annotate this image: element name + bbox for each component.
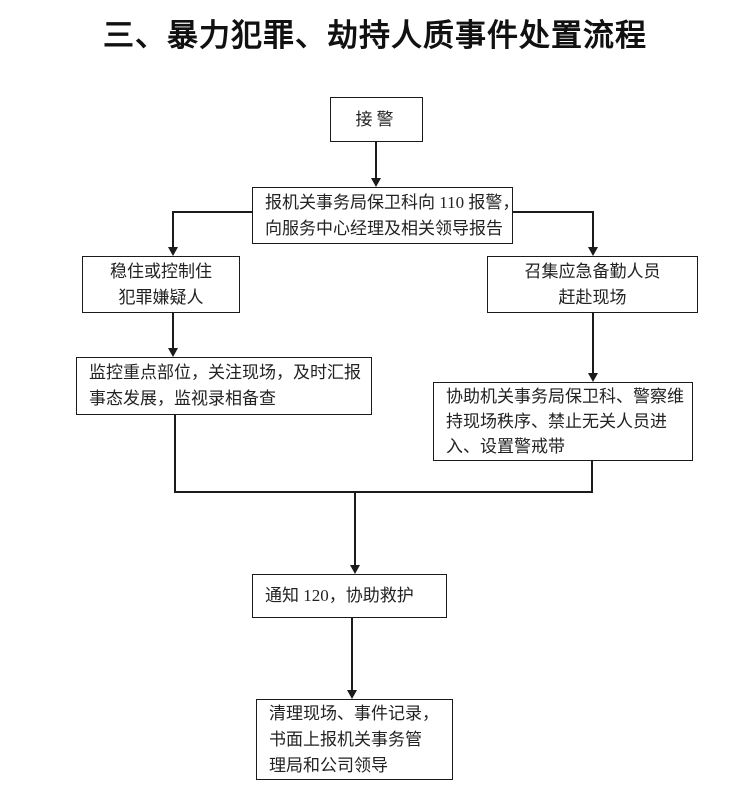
connector-line xyxy=(592,313,594,374)
arrow-down-icon xyxy=(588,247,598,256)
node-assist-order: 协助机关事务局保卫科、警察维 持现场秩序、禁止无关人员进 入、设置警戒带 xyxy=(433,382,693,461)
node-stabilize-suspect-line2: 犯罪嫌疑人 xyxy=(118,287,204,307)
connector-line xyxy=(174,415,176,493)
connector-line xyxy=(513,211,594,213)
connector-line xyxy=(172,211,252,213)
connector-line xyxy=(592,211,594,248)
connector-line xyxy=(591,461,593,493)
node-report-110-line2: 向服务中心经理及相关领导报告 xyxy=(265,218,503,238)
node-cleanup-report-line3: 理局和公司领导 xyxy=(269,755,388,775)
node-cleanup-report-line1: 清理现场、事件记录， xyxy=(269,703,439,723)
connector-line xyxy=(351,618,353,690)
connector-line xyxy=(354,493,356,565)
node-assist-order-line2: 持现场秩序、禁止无关人员进 xyxy=(446,412,667,431)
node-notify-120-text: 通知 120，协助救护 xyxy=(265,586,414,605)
arrow-down-icon xyxy=(588,373,598,382)
node-notify-120: 通知 120，协助救护 xyxy=(252,574,447,618)
page-title: 三、暴力犯罪、劫持人质事件处置流程 xyxy=(103,18,647,53)
connector-line xyxy=(172,313,174,349)
node-monitor-key-areas: 监控重点部位，关注现场，及时汇报 事态发展，监视录相备查 xyxy=(76,357,372,415)
node-assist-order-line3: 入、设置警戒带 xyxy=(446,437,565,456)
arrow-down-icon xyxy=(350,565,360,574)
node-receive-alarm: 接警 xyxy=(330,97,423,142)
node-receive-alarm-text: 接警 xyxy=(355,109,398,129)
arrow-down-icon xyxy=(168,348,178,357)
node-report-110: 报机关事务局保卫科向 110 报警， 向服务中心经理及相关领导报告 xyxy=(252,187,520,244)
connector-line xyxy=(172,211,174,248)
arrow-down-icon xyxy=(168,247,178,256)
arrow-down-icon xyxy=(371,178,381,187)
node-assist-order-line1: 协助机关事务局保卫科、警察维 xyxy=(446,387,684,406)
node-summon-personnel: 召集应急备勤人员 赶赴现场 xyxy=(487,256,698,313)
node-monitor-key-areas-line1: 监控重点部位，关注现场，及时汇报 xyxy=(89,363,361,382)
node-monitor-key-areas-line2: 事态发展，监视录相备查 xyxy=(89,389,276,408)
node-summon-personnel-line1: 召集应急备勤人员 xyxy=(524,261,661,281)
arrow-down-icon xyxy=(347,690,357,699)
node-stabilize-suspect: 稳住或控制住 犯罪嫌疑人 xyxy=(82,256,240,313)
node-cleanup-report: 清理现场、事件记录， 书面上报机关事务管 理局和公司领导 xyxy=(256,699,453,780)
connector-line xyxy=(375,142,377,179)
connector-line xyxy=(174,491,593,493)
node-stabilize-suspect-line1: 稳住或控制住 xyxy=(110,261,212,281)
node-report-110-line1: 报机关事务局保卫科向 110 报警， xyxy=(265,192,520,212)
node-summon-personnel-line2: 赶赴现场 xyxy=(558,287,627,307)
node-cleanup-report-line2: 书面上报机关事务管 xyxy=(269,729,422,749)
